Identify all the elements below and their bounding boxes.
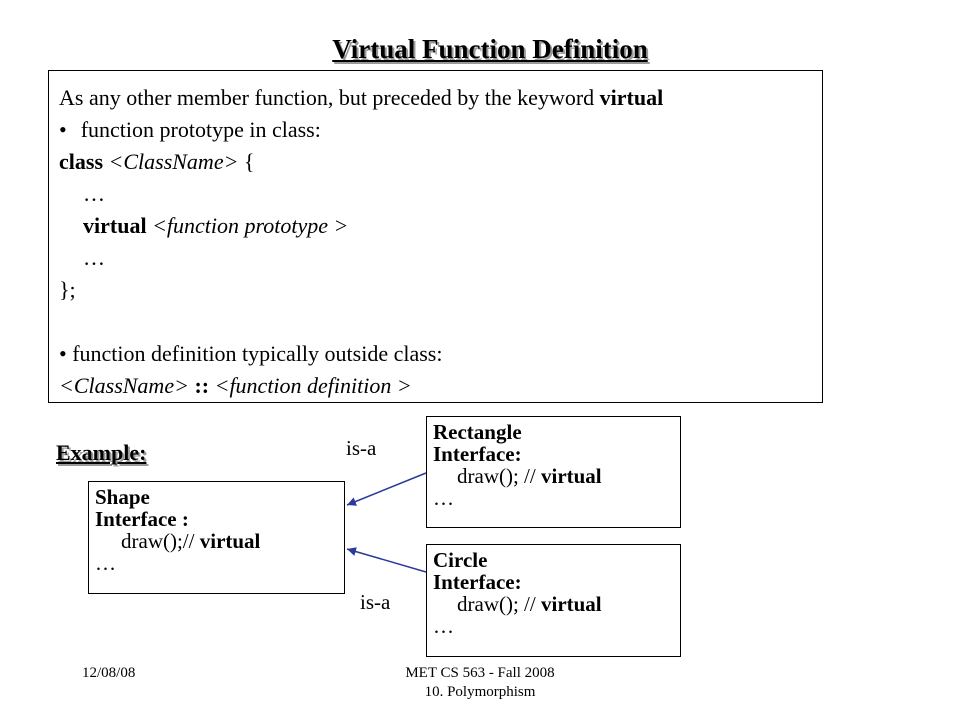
shape-method-keyword: virtual	[199, 529, 261, 553]
class-keyword: class	[59, 149, 103, 174]
shape-interface-label: Interface :	[95, 507, 189, 531]
footer-date: 12/08/08	[82, 665, 136, 681]
definition-line: <ClassName> :: <function definition >	[59, 373, 412, 399]
isa-label-circle: is-a	[360, 590, 391, 614]
rectangle-method-text: draw(); //	[457, 464, 541, 488]
footer-course-name: MET CS 563 - Fall 2008	[405, 665, 555, 681]
bullet-definition-text: function definition typically outside cl…	[72, 341, 443, 366]
footer-course: MET CS 563 - Fall 2008 10. Polymorphism	[0, 664, 960, 702]
circle-isa-arrow	[346, 547, 427, 573]
rectangle-class-name: Rectangle	[433, 420, 522, 444]
circle-method-text: draw(); //	[457, 592, 541, 616]
bullet-icon: •	[59, 341, 67, 366]
rectangle-class-box: Rectangle Interface: draw(); // virtual …	[426, 416, 681, 528]
intro-text: As any other member function, but preced…	[59, 85, 600, 110]
bullet-prototype: • function prototype in class:	[59, 117, 321, 143]
circle-interface-label: Interface:	[433, 570, 522, 594]
prototype-placeholder: <function prototype >	[152, 213, 349, 238]
rectangle-isa-arrow	[346, 472, 427, 506]
rectangle-method: draw(); // virtual	[433, 465, 680, 487]
example-label: Example:	[56, 440, 147, 465]
ellipsis-line-1: …	[83, 181, 105, 206]
intro-line: As any other member function, but preced…	[59, 85, 663, 111]
class-line: class <ClassName> {	[59, 149, 255, 175]
virtual-line: virtual <function prototype >	[83, 213, 348, 239]
isa-label-rectangle: is-a	[346, 436, 377, 460]
shape-ellipsis: …	[95, 551, 116, 575]
circle-ellipsis: …	[433, 614, 454, 638]
bullet-icon: •	[59, 117, 67, 142]
shape-method: draw();// virtual	[95, 530, 344, 552]
open-brace: {	[243, 149, 255, 174]
intro-keyword: virtual	[599, 85, 664, 110]
close-brace: };	[59, 277, 76, 302]
shape-class-box: Shape Interface : draw();// virtual …	[88, 481, 345, 594]
ellipsis-line-2: …	[83, 245, 105, 270]
scope-operator: ::	[194, 373, 210, 398]
definition-box: As any other member function, but preced…	[48, 70, 823, 403]
class-placeholder: <ClassName>	[108, 149, 239, 174]
shape-method-text: draw();//	[121, 529, 200, 553]
shape-class-name: Shape	[95, 485, 150, 509]
circle-method-keyword: virtual	[540, 592, 602, 616]
rectangle-interface-label: Interface:	[433, 442, 522, 466]
footer-chapter: 10. Polymorphism	[424, 684, 536, 700]
circle-class-box: Circle Interface: draw(); // virtual …	[426, 544, 681, 657]
bullet-prototype-text: function prototype in class:	[80, 117, 321, 142]
rectangle-ellipsis: …	[433, 486, 454, 510]
rectangle-method-keyword: virtual	[540, 464, 602, 488]
def-class-placeholder: <ClassName>	[59, 373, 189, 398]
circle-method: draw(); // virtual	[433, 593, 680, 615]
def-placeholder: <function definition >	[214, 373, 412, 398]
circle-class-name: Circle	[433, 548, 488, 572]
bullet-definition: • function definition typically outside …	[59, 341, 442, 367]
slide-title: Virtual Function Definition	[332, 34, 648, 64]
virtual-keyword: virtual	[83, 213, 147, 238]
